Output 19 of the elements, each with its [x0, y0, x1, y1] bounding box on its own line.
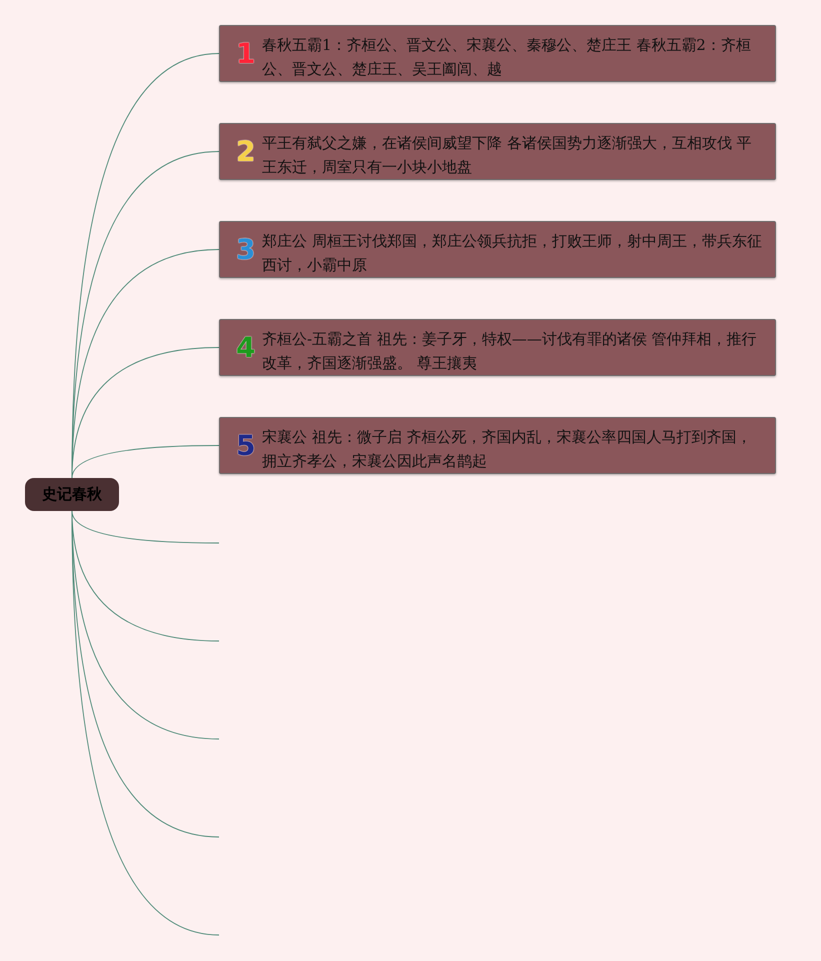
- number-label: 5: [236, 430, 256, 462]
- topic-text: 春秋五霸1：齐桓公、晋文公、宋襄公、秦穆公、楚庄王 春秋五霸2：齐桓公、晋文公、楚庄王、吴王阖闾、越: [262, 35, 752, 80]
- connector-line: [72, 510, 220, 544]
- topic-box: [219, 417, 776, 474]
- topic-text: 平王有弑父之嫌，在诸侯间威望下降 各诸侯国势力逐渐强大，互相攻伐 平王东迁，周室只有一小块小地盘: [262, 133, 753, 178]
- topic-text: 宋襄公 祖先：微子启 齐桓公死，齐国内乱，宋襄公率四国人马打到齐国，拥立齐孝公，宋襄公因此声名鹊起: [262, 427, 753, 472]
- topic-text: 齐桓公-五霸之首 祖先：姜子牙，特权——讨伐有罪的诸侯 管仲拜相，推行改革，齐国逐渐强盛。 尊王攘夷: [262, 329, 758, 374]
- number-label: 3: [236, 234, 256, 266]
- topic-box: [219, 25, 776, 82]
- connector-line: [72, 445, 220, 478]
- topic-text: 郑庄公 周桓王讨伐郑国，郑庄公领兵抗拒，打败王师，射中周王，带兵东征西讨，小霸中原: [262, 231, 763, 276]
- root-topic: 史记春秋: [25, 478, 119, 511]
- number-label: 1: [236, 38, 256, 70]
- topic-box: [219, 221, 776, 278]
- topic-box: [219, 319, 776, 376]
- number-label: 4: [236, 332, 256, 364]
- connector-line: [72, 347, 220, 478]
- topic-box: [219, 123, 776, 180]
- number-label: 2: [236, 136, 256, 168]
